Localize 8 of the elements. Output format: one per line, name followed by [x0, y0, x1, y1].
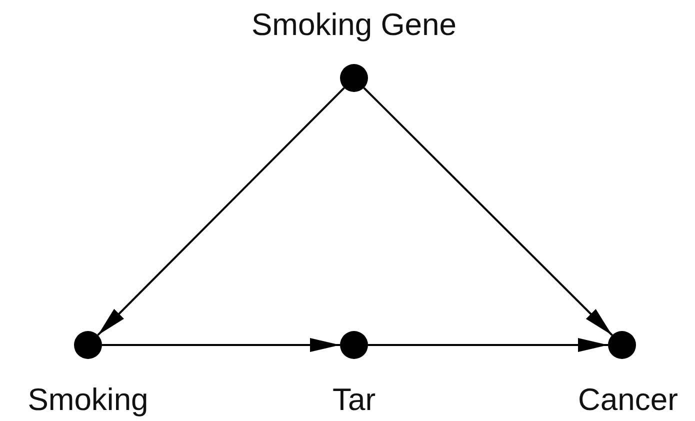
arrow [368, 338, 608, 352]
arrow [102, 338, 340, 352]
node-label: Tar [332, 382, 376, 418]
node-label: Smoking [28, 382, 148, 418]
arrow [363, 87, 613, 336]
arrow [97, 87, 345, 336]
node-label: Smoking Gene [251, 7, 457, 43]
node-label: Cancer [578, 382, 678, 418]
